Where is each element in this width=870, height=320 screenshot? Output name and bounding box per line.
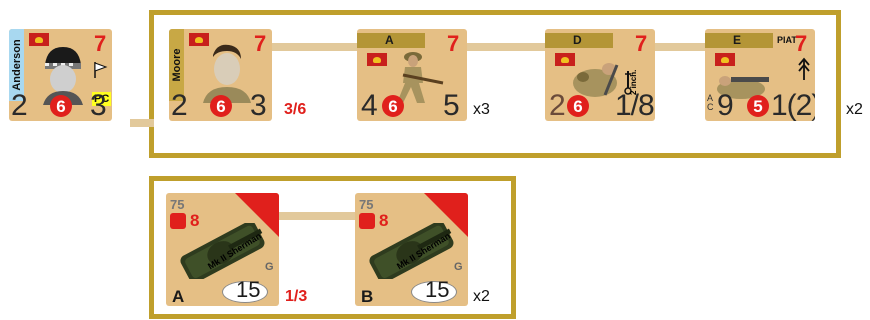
platoon-multiplier: x2 — [846, 101, 863, 119]
leader-counter-anderson[interactable]: Anderson 7 PC 2 6 3 — [9, 29, 112, 121]
tank-a-steps: 1/3 — [285, 288, 307, 306]
section-e-left-value: 9 — [717, 91, 733, 121]
section-a-right-value: 5 — [443, 91, 459, 121]
section-a-center-badge: 6 — [382, 95, 404, 117]
portrait-moore-icon — [199, 41, 253, 103]
tank-a-gun: 75 — [170, 197, 184, 212]
leader-center-badge: 6 — [50, 95, 72, 117]
tank-a-counter[interactable]: 75 8 G Mk II Sherman A 15 — [166, 193, 279, 306]
hq-right-value: 3 — [250, 91, 266, 121]
antitank-symbol-icon — [797, 57, 811, 81]
hq-steps: 3/6 — [284, 101, 306, 119]
section-d-counter[interactable]: D 2 inch. 7 2 6 1/8 — [545, 29, 655, 121]
section-a-counter[interactable]: A 7 4 6 5 — [357, 29, 467, 121]
section-e-counter[interactable]: E PIAT 7 AC 9 5 1(2) — [705, 29, 815, 121]
section-d-right-value: 1/8 — [615, 91, 654, 121]
leader-left-value: 2 — [11, 91, 27, 121]
tank-b-gun-type: G — [454, 261, 463, 273]
tank-b-armor: 15 — [425, 279, 449, 301]
section-d-id: D — [545, 33, 613, 48]
armor-link — [278, 212, 358, 220]
hq-counter-moore[interactable]: Moore 7 2 6 3 — [169, 29, 272, 121]
hq-morale: 7 — [254, 33, 266, 55]
tank-b-gun: 75 — [359, 197, 373, 212]
hq-center-badge: 6 — [210, 95, 232, 117]
section-a-morale: 7 — [447, 33, 459, 55]
tank-b-counter[interactable]: 75 8 G Mk II Sherman B 15 — [355, 193, 468, 306]
tank-a-armor: 15 — [236, 279, 260, 301]
tank-a-gun-type: G — [265, 261, 274, 273]
command-pennant-icon — [93, 61, 109, 79]
section-e-id: E — [705, 33, 773, 48]
section-d-center-badge: 6 — [567, 95, 589, 117]
section-a-left-value: 4 — [361, 91, 377, 121]
leader-link — [130, 119, 154, 127]
section-e-center-badge: 5 — [747, 95, 769, 117]
section-a-multiplier: x3 — [473, 101, 490, 119]
section-a-id: A — [357, 33, 425, 48]
armor-multiplier: x2 — [473, 288, 490, 306]
section-d-left-value: 2 — [549, 91, 565, 121]
section-e-weapon: PIAT — [777, 35, 797, 45]
leader-right-value: 3 — [90, 91, 106, 121]
section-d-morale: 7 — [635, 33, 647, 55]
tank-a-id: A — [172, 287, 184, 306]
section-e-morale: 7 — [795, 33, 807, 55]
leader-name: Anderson — [11, 39, 23, 90]
hq-name: Moore — [171, 49, 183, 82]
hq-left-value: 2 — [171, 91, 187, 121]
leader-morale: 7 — [94, 33, 106, 55]
flag-icon — [715, 53, 735, 66]
section-e-right-value: 1(2) — [771, 91, 815, 121]
tank-b-id: B — [361, 287, 373, 306]
